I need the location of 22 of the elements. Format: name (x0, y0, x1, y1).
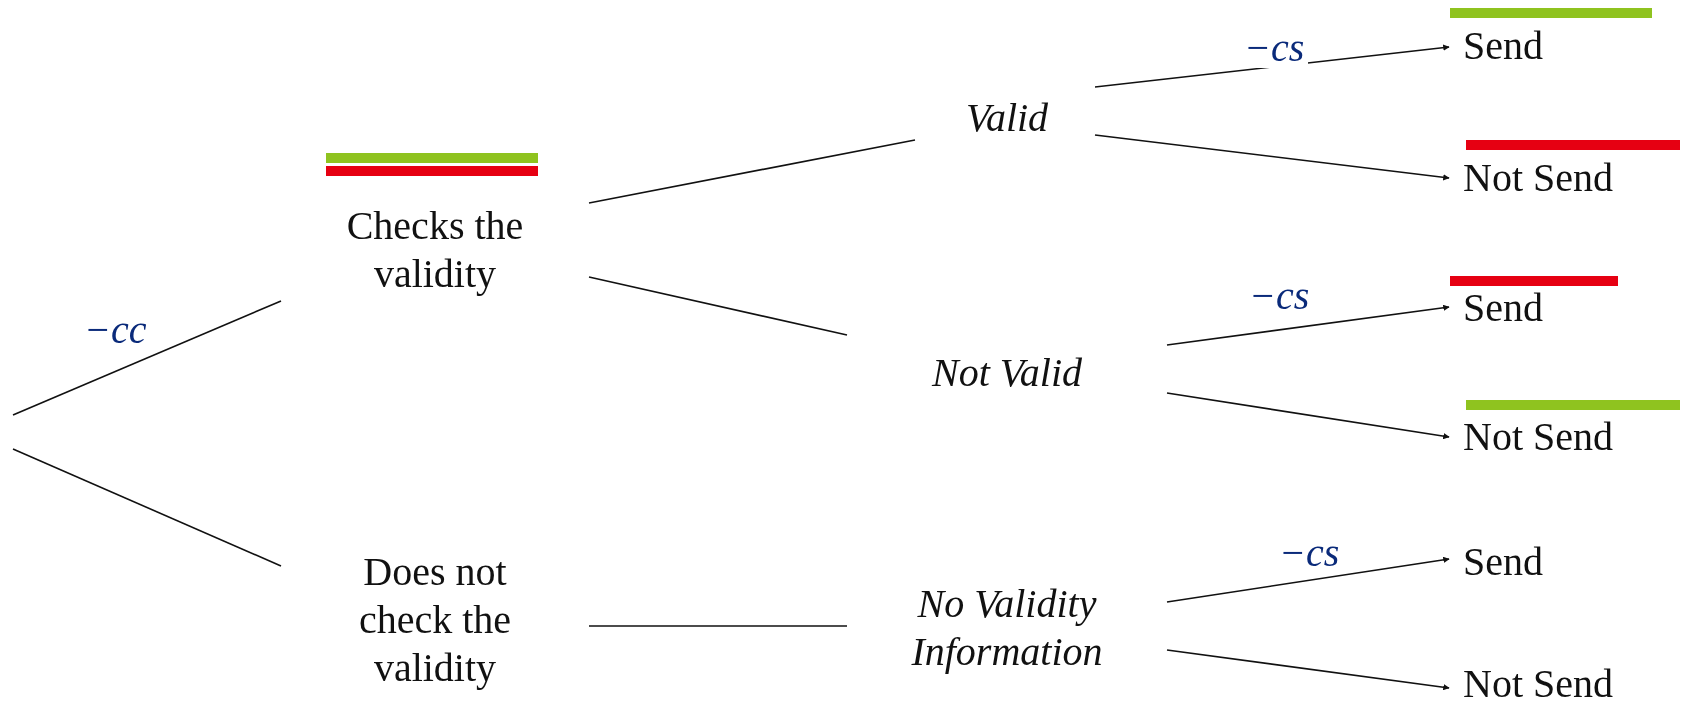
connector-line (12, 300, 282, 416)
node-text: Send (1463, 284, 1543, 332)
connector-line (1094, 134, 1450, 181)
node-text: Valid (965, 94, 1049, 142)
node-text: Not Valid (932, 348, 1082, 397)
node-text: Not Send (1463, 413, 1613, 461)
connector-line (588, 139, 916, 204)
connector-line (588, 625, 848, 627)
connector-line (1166, 649, 1450, 691)
node-text: Not Send (1463, 154, 1613, 202)
node-text: Not Send (1463, 660, 1613, 708)
node-text: Checks the validity (345, 202, 525, 298)
node-text: Send (1463, 538, 1543, 586)
node-text: No Validity Information (910, 580, 1104, 676)
connector-line (1094, 44, 1450, 88)
connector-line (12, 448, 282, 567)
connector-line (1166, 304, 1450, 346)
node-text: Send (1463, 22, 1543, 70)
connector-line (1166, 392, 1450, 440)
connector-line (588, 276, 848, 336)
node-text: Does not check the validity (357, 548, 513, 692)
connector-line (1166, 556, 1450, 603)
